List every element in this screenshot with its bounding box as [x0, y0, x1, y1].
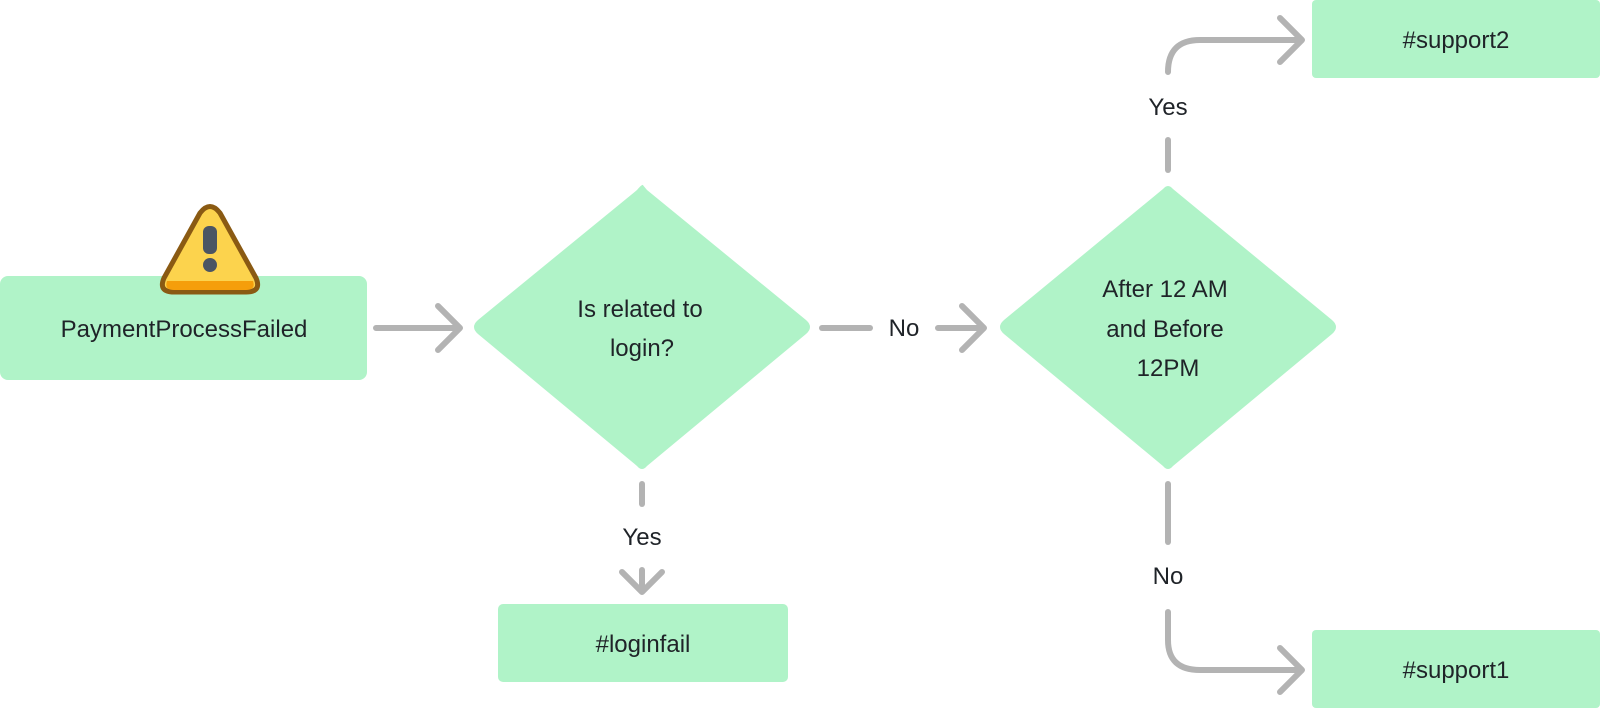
connectors — [373, 15, 1305, 695]
decision-time: After 12 AM and Before 12PM — [1000, 186, 1336, 469]
decision-time-line-1: After 12 AM — [1102, 276, 1227, 303]
decision-login: Is related to login? — [474, 184, 810, 469]
edge-label-login-yes: Yes — [622, 524, 661, 551]
start-node-label: PaymentProcessFailed — [61, 316, 308, 343]
support2-node-label: #support2 — [1403, 27, 1510, 54]
loginfail-node-label: #loginfail — [596, 631, 691, 658]
support2-node: #support2 — [1312, 0, 1600, 78]
edge-label-time-yes: Yes — [1148, 94, 1187, 121]
start-node: PaymentProcessFailed — [0, 276, 367, 380]
edge-label-time-no: No — [1153, 563, 1184, 590]
loginfail-node: #loginfail — [498, 604, 788, 682]
arrow-login-yes-bottom — [619, 567, 665, 595]
edge-label-login-no: No — [889, 315, 920, 342]
support1-node: #support1 — [1312, 630, 1600, 708]
arrow-login-no-right — [935, 303, 987, 353]
warning-icon — [159, 204, 261, 295]
decision-login-line-1: Is related to — [577, 296, 702, 323]
decision-time-line-2: and Before — [1106, 316, 1223, 343]
decision-login-line-2: login? — [610, 335, 674, 362]
arrow-time-yes-curve — [1165, 15, 1305, 75]
decision-time-line-3: 12PM — [1137, 355, 1200, 382]
arrow-time-no-curve — [1165, 609, 1305, 695]
support1-node-label: #support1 — [1403, 657, 1510, 684]
arrow-start-to-login — [373, 303, 463, 353]
